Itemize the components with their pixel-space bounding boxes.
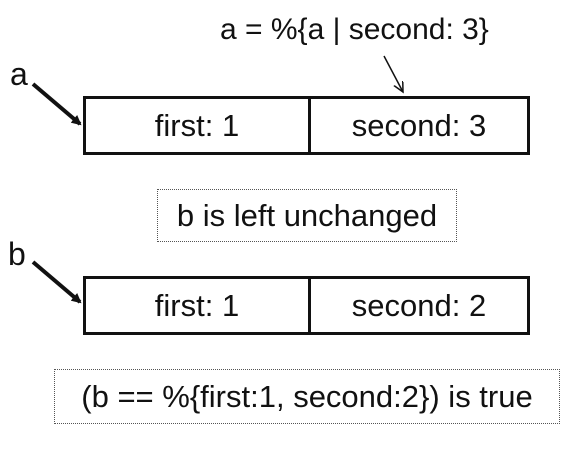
- variable-b-label: b: [8, 236, 26, 272]
- pointer-a-arrow: [31, 82, 82, 126]
- map-b-second-entry: second: 2: [351, 287, 487, 323]
- map-a-first-entry: first: 1: [86, 99, 311, 152]
- update-expression: a = %{a | second: 3}: [220, 13, 489, 46]
- map-a-second-entry: second: 3: [351, 107, 487, 143]
- variable-a-label: a: [10, 56, 28, 92]
- map-a: first: 1 second: 3: [83, 96, 530, 155]
- equality-note: (b == %{first:1, second:2}) is true: [54, 369, 560, 424]
- pointer-b-arrow: [31, 260, 82, 304]
- map-b: first: 1 second: 2: [83, 276, 530, 335]
- map-b-first-entry: first: 1: [86, 279, 311, 332]
- update-arrow: [383, 55, 403, 92]
- unchanged-note: b is left unchanged: [157, 189, 457, 242]
